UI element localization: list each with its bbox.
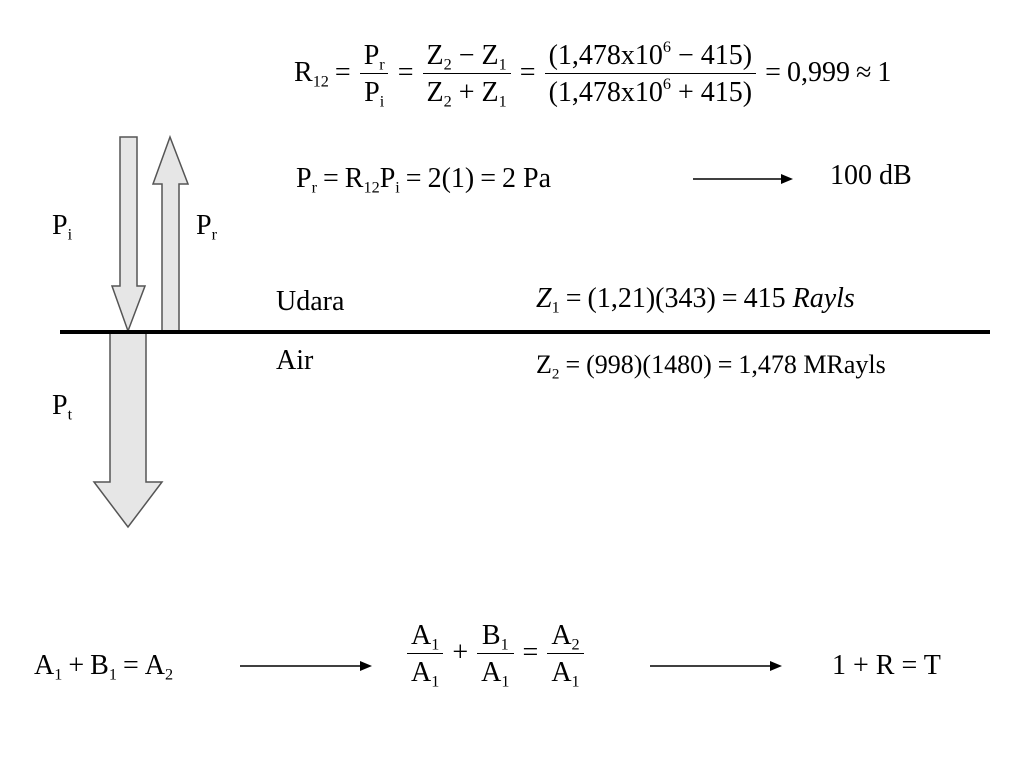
equation-pr: Pr=R12Pi=2(1)=2 Pa <box>296 163 552 197</box>
incident-arrow <box>110 136 147 334</box>
reflected-arrow <box>151 134 190 332</box>
r12-symbol: R12 <box>294 56 329 91</box>
bottom-arrow-1 <box>240 661 372 671</box>
pr-result: 2 Pa <box>502 163 552 194</box>
equation-z2: Z2=(998)(1480)=1,478 MRayls <box>536 350 886 383</box>
z1-unit: Rayls <box>792 283 855 314</box>
label-pr: Pr <box>196 210 217 244</box>
r12-result: 0,999 <box>786 56 850 88</box>
decibel-label: 100 dB <box>830 160 912 191</box>
bottom-arrow-2 <box>650 661 782 671</box>
label-pi: Pi <box>52 210 73 244</box>
r12-approx: 1 <box>877 56 892 88</box>
arrow-to-db <box>693 174 793 184</box>
transmitted-arrow <box>92 332 164 529</box>
fraction-numeric: (1,478x106 − 415)(1,478x106 + 415) <box>544 39 757 107</box>
medium-bottom-label: Air <box>276 345 314 376</box>
equation-boundary: A1+B1=A2 <box>34 650 174 684</box>
medium-top-label: Udara <box>276 286 345 317</box>
equation-z1: Z1=(1,21)(343)=415 Rayls <box>536 283 855 317</box>
equation-result: 1 + R = T <box>832 650 941 681</box>
z2-unit: MRayls <box>803 350 886 379</box>
label-pt: Pt <box>52 390 73 424</box>
